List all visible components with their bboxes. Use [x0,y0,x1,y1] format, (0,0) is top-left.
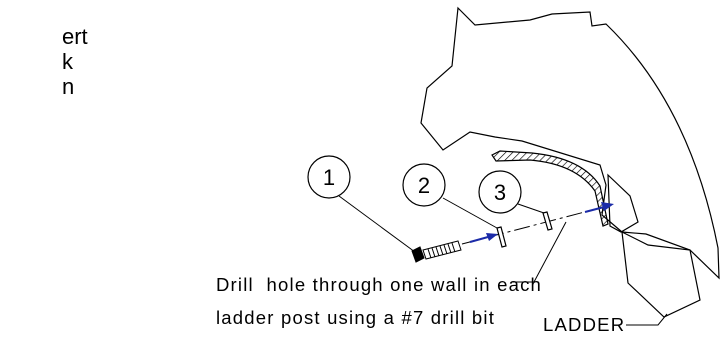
drill-note-line-1: Drill hole through one wall in each [216,274,542,295]
assembly-centerline [461,207,601,245]
callout-3-leader [517,203,545,214]
callout-2: 2 [402,163,446,207]
insertion-arrow-right [584,202,614,213]
callout-1-number: 1 [323,165,335,190]
callout-1-leader [338,195,416,253]
housing-outline [420,6,720,280]
callout-1: 1 [307,155,351,199]
cut-off-text-line-2: k [62,49,73,74]
cut-off-text-line-1: ert [62,24,88,49]
bolt-part [411,240,462,263]
callout-3: 3 [478,170,522,214]
drill-note-line-2: ladder post using a #7 drill bit [216,307,495,328]
washer-part [496,226,507,248]
callout-3-number: 3 [494,180,506,205]
callout-2-leader [442,197,498,229]
callout-2-number: 2 [418,173,430,198]
wall-section [491,150,609,227]
note-leader [512,221,567,283]
ladder-rail [621,230,701,318]
ladder-label-leader [626,313,668,326]
insertion-arrow-left [469,233,498,243]
spacer-part [542,211,553,231]
insert-block [607,173,639,233]
cut-off-text-line-3: n [62,74,75,99]
ladder-label: LADDER [543,314,625,335]
